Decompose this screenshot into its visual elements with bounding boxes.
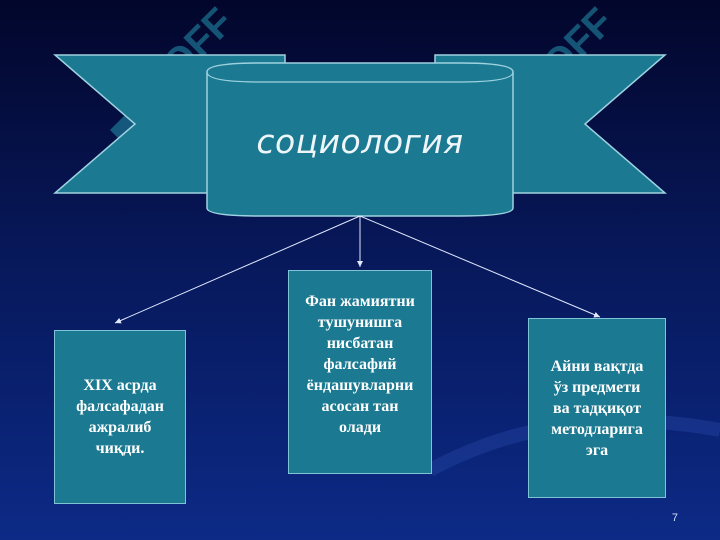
slide-number: 7	[671, 512, 678, 524]
left-box: XIX асрда фалсафадан ажралиб чиқди.	[54, 330, 186, 504]
arrow-to-left-box	[114, 215, 361, 324]
title-ribbon	[52, 54, 668, 217]
center-box: Фан жамиятни тушунишга нисбатан фалсафий…	[288, 270, 432, 474]
center-box-text: Фан жамиятни тушунишга нисбатан фалсафий…	[305, 293, 415, 436]
arrow-to-right-box	[359, 215, 601, 318]
left-box-text: XIX асрда фалсафадан ажралиб чиқди.	[76, 377, 164, 457]
ribbon-center	[206, 62, 514, 217]
right-box-text: Айни вақтда ўз предмети ва тадқиқот мето…	[550, 357, 644, 459]
connectors	[114, 215, 601, 324]
diagram-title: социология	[256, 122, 464, 161]
ribbon-fold-line	[206, 71, 514, 83]
right-box: Айни вақтда ўз предмети ва тадқиқот мето…	[528, 318, 666, 498]
